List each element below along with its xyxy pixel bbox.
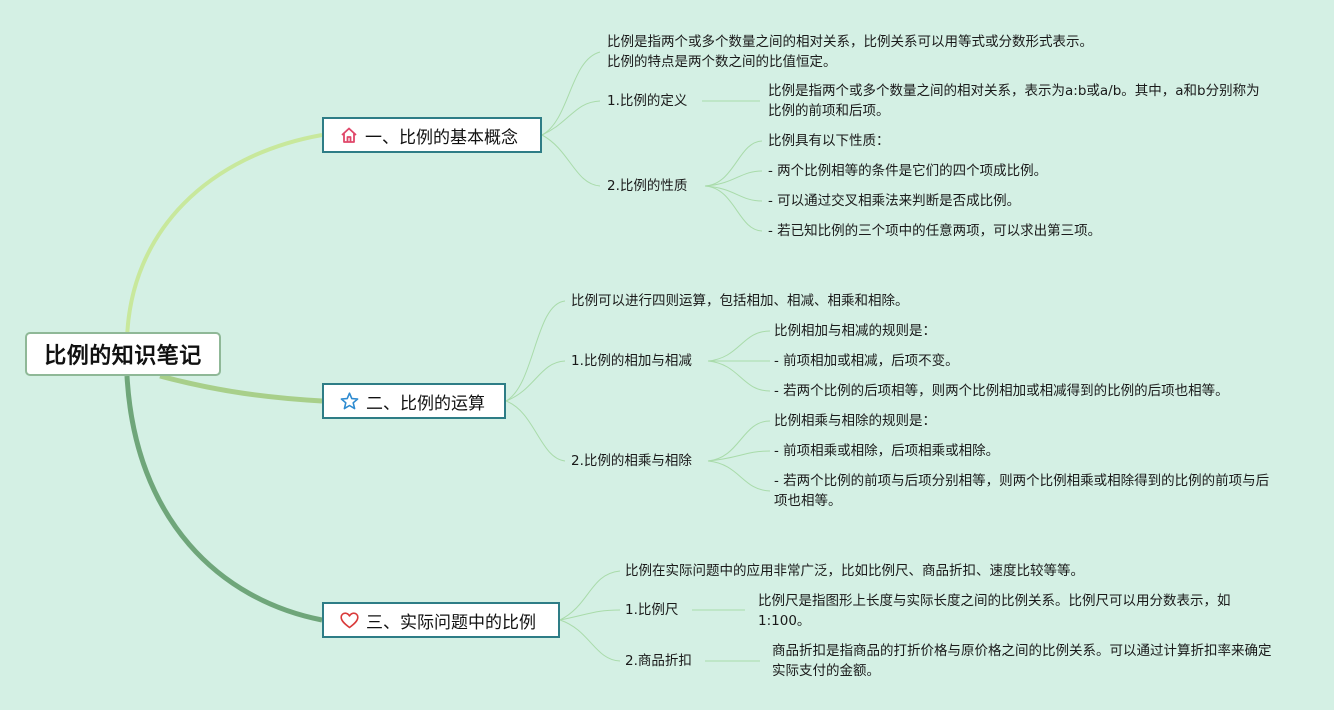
leaf-definition: 比例是指两个或多个数量之间的相对关系，表示为a:b或a/b。其中，a和b分别称为… xyxy=(768,83,1260,119)
subtopic-add-subtract[interactable]: 1.比例的相加与相减 xyxy=(571,353,692,369)
house-icon xyxy=(341,127,357,143)
leaf-properties-intro: 比例具有以下性质： xyxy=(768,133,890,149)
subtopic-scale[interactable]: 1.比例尺 xyxy=(625,602,679,618)
topic-label: 三、实际问题中的比例 xyxy=(366,612,536,633)
topic-summary: 比例是指两个或多个数量之间的相对关系，比例关系可以用等式或分数形式表示。比例的特… xyxy=(607,34,1093,70)
branch-line-3 xyxy=(124,375,323,623)
leaf-property-2: - 可以通过交叉相乘法来判断是否成比例。 xyxy=(768,193,1021,209)
topic-summary: 比例可以进行四则运算，包括相加、相减、相乘和相除。 xyxy=(571,293,909,309)
star-icon xyxy=(340,392,359,410)
leaf-add-rule-intro: 比例相加与相减的规则是： xyxy=(774,323,936,339)
leaf-property-3: - 若已知比例的三个项中的任意两项，可以求出第三项。 xyxy=(768,223,1102,239)
branch-line-2 xyxy=(159,373,323,404)
central-topic[interactable]: 比例的知识笔记 xyxy=(25,332,221,376)
topic-label: 二、比例的运算 xyxy=(366,393,485,414)
subtopic-definition[interactable]: 1.比例的定义 xyxy=(607,93,688,109)
leaf-mul-rule-2: - 若两个比例的前项与后项分别相等，则两个比例相乘或相除得到的比例的前项与后项也… xyxy=(774,473,1270,509)
topic-label: 一、比例的基本概念 xyxy=(365,127,518,148)
leaf-add-rule-1: - 前项相加或相减，后项不变。 xyxy=(774,353,959,369)
heart-icon xyxy=(340,611,359,628)
subtopic-properties[interactable]: 2.比例的性质 xyxy=(607,178,688,194)
leaf-add-rule-2: - 若两个比例的后项相等，则两个比例相加或相减得到的比例的后项也相等。 xyxy=(774,383,1229,399)
topic-summary: 比例在实际问题中的应用非常广泛，比如比例尺、商品折扣、速度比较等等。 xyxy=(625,563,1084,579)
subtopic-multiply-divide[interactable]: 2.比例的相乘与相除 xyxy=(571,453,692,469)
topic-operations[interactable]: 二、比例的运算 xyxy=(322,383,506,419)
leaf-scale: 比例尺是指图形上长度与实际长度之间的比例关系。比例尺可以用分数表示，如1:100… xyxy=(758,593,1231,629)
leaf-mul-rule-1: - 前项相乘或相除，后项相乘或相除。 xyxy=(774,443,1000,459)
branch-line-1 xyxy=(125,133,323,341)
leaf-discount: 商品折扣是指商品的打折价格与原价格之间的比例关系。可以通过计算折扣率来确定实际支… xyxy=(772,643,1272,679)
subtopic-discount[interactable]: 2.商品折扣 xyxy=(625,653,692,669)
central-topic-label: 比例的知识笔记 xyxy=(44,344,202,369)
topic-real-problems[interactable]: 三、实际问题中的比例 xyxy=(322,602,560,638)
leaf-property-1: - 两个比例相等的条件是它们的四个项成比例。 xyxy=(768,163,1048,179)
leaf-mul-rule-intro: 比例相乘与相除的规则是： xyxy=(774,413,936,429)
topic-basic-concepts[interactable]: 一、比例的基本概念 xyxy=(322,117,542,153)
